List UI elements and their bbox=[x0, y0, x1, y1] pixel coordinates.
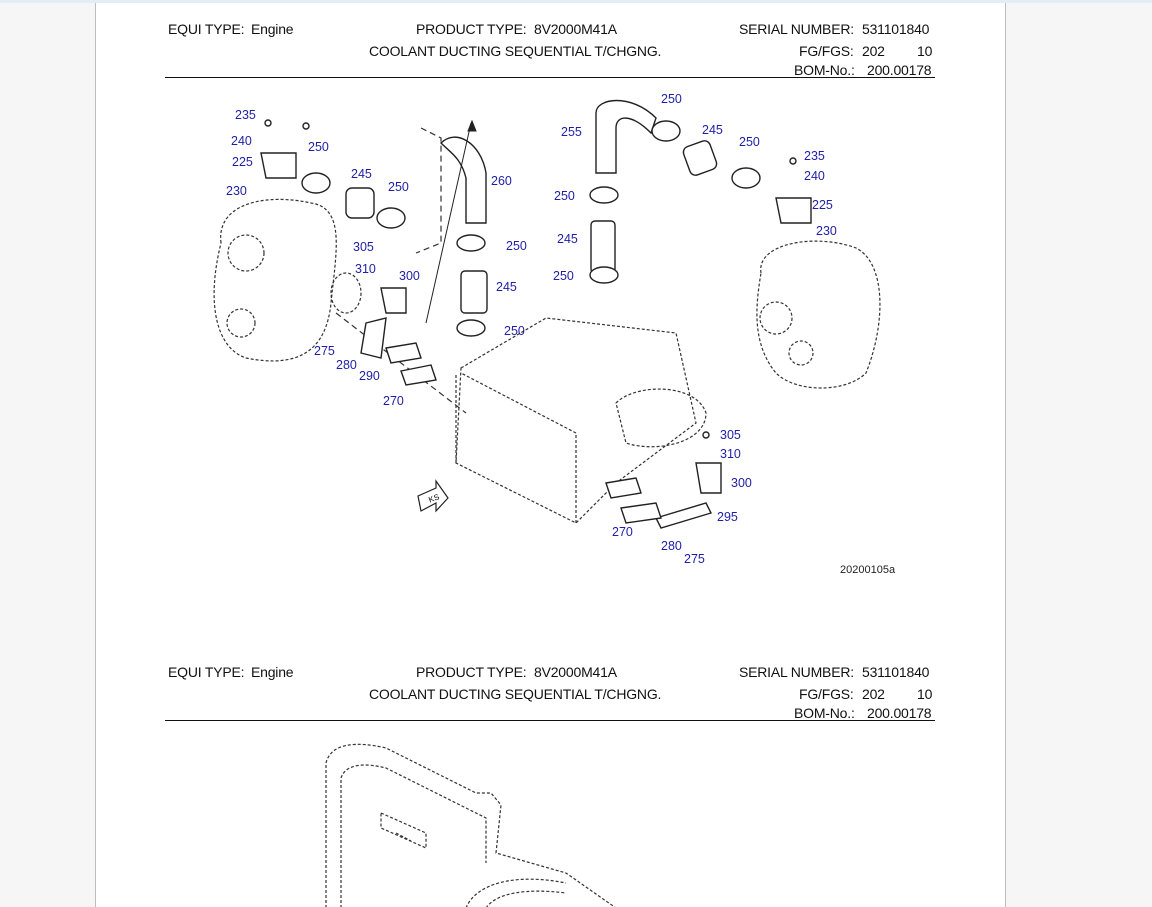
callout: 300 bbox=[731, 476, 752, 490]
callout: 250 bbox=[661, 92, 682, 106]
equi-type-value: Engine bbox=[251, 21, 294, 37]
fg-label: FG/FGS: bbox=[799, 43, 854, 59]
callout: 250 bbox=[553, 269, 574, 283]
hose-255 bbox=[595, 99, 657, 174]
drawing-title: COOLANT DUCTING SEQUENTIAL T/CHGNG. bbox=[369, 43, 662, 59]
callout: 225 bbox=[812, 198, 833, 212]
fg-label: FG/FGS: bbox=[799, 686, 854, 702]
bom-value: 200.00178 bbox=[867, 62, 932, 78]
serial-label: SERIAL NUMBER: bbox=[739, 664, 854, 680]
fg-value: 202 bbox=[862, 686, 885, 702]
callout: 295 bbox=[717, 510, 738, 524]
callout: 260 bbox=[491, 174, 512, 188]
product-type-label: PRODUCT TYPE: bbox=[416, 664, 527, 680]
serial-label: SERIAL NUMBER: bbox=[739, 21, 854, 37]
viewer-top-strip bbox=[0, 0, 1152, 3]
callout: 235 bbox=[804, 149, 825, 163]
callout: 240 bbox=[231, 134, 252, 148]
callout: 275 bbox=[314, 344, 335, 358]
callout: 230 bbox=[816, 224, 837, 238]
callout: 310 bbox=[355, 262, 376, 276]
right-turbocharger bbox=[756, 240, 881, 389]
callout: 305 bbox=[720, 428, 741, 442]
ks-label: KS bbox=[427, 492, 440, 504]
exploded-parts-drawing: KS bbox=[213, 99, 881, 529]
callout: 305 bbox=[353, 240, 374, 254]
callout: 255 bbox=[561, 125, 582, 139]
page-2-drawing-partial bbox=[325, 743, 616, 907]
left-turbocharger bbox=[213, 198, 337, 362]
serial-value: 531101840 bbox=[862, 21, 930, 37]
callout: 250 bbox=[739, 135, 760, 149]
serial-value: 531101840 bbox=[862, 664, 930, 680]
fgs-value: 10 bbox=[917, 43, 933, 59]
equi-type-label: EQUI TYPE: bbox=[168, 21, 245, 37]
callout: 250 bbox=[554, 189, 575, 203]
callout: 270 bbox=[383, 394, 404, 408]
equi-type-label: EQUI TYPE: bbox=[168, 664, 245, 680]
callout: 245 bbox=[496, 280, 517, 294]
bom-value: 200.00178 bbox=[867, 705, 932, 721]
drawing-title: COOLANT DUCTING SEQUENTIAL T/CHGNG. bbox=[369, 686, 662, 702]
callout: 280 bbox=[336, 358, 357, 372]
hose-245-c bbox=[590, 220, 616, 274]
hose-245-a bbox=[345, 187, 375, 219]
callout: 225 bbox=[232, 155, 253, 169]
page-2-header: EQUI TYPE: Engine PRODUCT TYPE: 8V2000M4… bbox=[96, 646, 1005, 726]
callout: 270 bbox=[612, 525, 633, 539]
product-type-value: 8V2000M41A bbox=[534, 21, 617, 37]
ks-direction-marker: KS bbox=[417, 479, 449, 513]
page-1-header: EQUI TYPE: Engine PRODUCT TYPE: 8V2000M4… bbox=[96, 3, 1005, 83]
fgs-value: 10 bbox=[917, 686, 933, 702]
callout: 300 bbox=[399, 269, 420, 283]
product-type-label: PRODUCT TYPE: bbox=[416, 21, 527, 37]
callout: 245 bbox=[351, 167, 372, 181]
hose-260 bbox=[440, 136, 487, 224]
callout: 240 bbox=[804, 169, 825, 183]
callout: 250 bbox=[504, 324, 525, 338]
callout: 290 bbox=[359, 369, 380, 383]
callout: 250 bbox=[308, 140, 329, 154]
callout: 235 bbox=[235, 108, 256, 122]
callout: 245 bbox=[702, 123, 723, 137]
product-type-value: 8V2000M41A bbox=[534, 664, 617, 680]
callout: 245 bbox=[557, 232, 578, 246]
hose-245-b bbox=[460, 270, 488, 314]
figure-id: 20200105a bbox=[840, 564, 896, 576]
assembly-arrow bbox=[425, 122, 472, 324]
callout: 310 bbox=[720, 447, 741, 461]
callout: 250 bbox=[388, 180, 409, 194]
header-rule bbox=[165, 77, 935, 78]
callout: 280 bbox=[661, 539, 682, 553]
intercooler-housing bbox=[455, 317, 697, 524]
hose-245-d bbox=[682, 140, 718, 176]
callout: 230 bbox=[226, 184, 247, 198]
document-page-scroll[interactable]: EQUI TYPE: Engine PRODUCT TYPE: 8V2000M4… bbox=[95, 3, 1006, 907]
callout: 250 bbox=[506, 239, 527, 253]
callout: 275 bbox=[684, 552, 705, 566]
bom-label: BOM-No.: bbox=[794, 62, 855, 78]
bom-label: BOM-No.: bbox=[794, 705, 855, 721]
header-rule bbox=[165, 720, 935, 721]
fg-value: 202 bbox=[862, 43, 885, 59]
equi-type-value: Engine bbox=[251, 664, 294, 680]
